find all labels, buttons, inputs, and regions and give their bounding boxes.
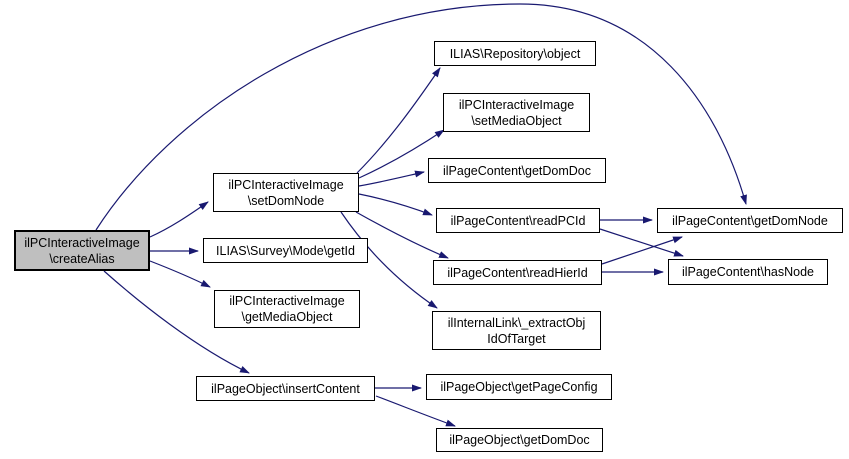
node-ilPCInteractiveImage-createAlias: ilPCInteractiveImage \createAlias xyxy=(14,230,150,271)
node-ilPCInteractiveImage-getMediaObject[interactable]: ilPCInteractiveImage \getMediaObject xyxy=(214,290,360,328)
edge-setDomNode-readPCId xyxy=(358,193,433,216)
node-ilPageContent-getDomNode[interactable]: ilPageContent\getDomNode xyxy=(657,208,843,233)
node-ilPageContent-getDomDoc[interactable]: ilPageContent\getDomDoc xyxy=(428,158,606,183)
edge-createAlias-getMediaObject xyxy=(149,260,211,288)
edge-insertContent-poGetDomDoc xyxy=(375,395,456,427)
node-ilPageContent-readHierId[interactable]: ilPageContent\readHierId xyxy=(433,260,602,285)
node-ilInternalLink-extractObjIdOfTarget[interactable]: ilInternalLink\_extractObj IdOfTarget xyxy=(432,311,601,350)
edge-setDomNode-pcGetDomDoc xyxy=(358,170,425,187)
node-ilPCInteractiveImage-setMediaObject[interactable]: ilPCInteractiveImage \setMediaObject xyxy=(443,93,590,132)
edge-createAlias-getDomNode xyxy=(95,3,747,231)
node-ilPCInteractiveImage-setDomNode[interactable]: ilPCInteractiveImage \setDomNode xyxy=(213,173,359,212)
node-ilPageObject-getDomDoc[interactable]: ilPageObject\getDomDoc xyxy=(436,428,603,452)
node-ilPageContent-hasNode[interactable]: ilPageContent\hasNode xyxy=(668,259,828,285)
node-ilPageObject-insertContent[interactable]: ilPageObject\insertContent xyxy=(196,376,375,401)
edge-createAlias-setDomNode xyxy=(149,201,209,238)
node-ilPageObject-getPageConfig[interactable]: ilPageObject\getPageConfig xyxy=(426,374,612,400)
edge-readPCId-hasNode xyxy=(599,228,684,257)
edge-setDomNode-readHierId xyxy=(355,211,449,259)
node-ILIAS-Repository-object[interactable]: ILIAS\Repository\object xyxy=(434,41,596,66)
node-ILIAS-Survey-Mode-getId[interactable]: ILIAS\Survey\Mode\getId xyxy=(203,238,368,263)
node-ilPageContent-readPCId[interactable]: ilPageContent\readPCId xyxy=(436,208,600,233)
